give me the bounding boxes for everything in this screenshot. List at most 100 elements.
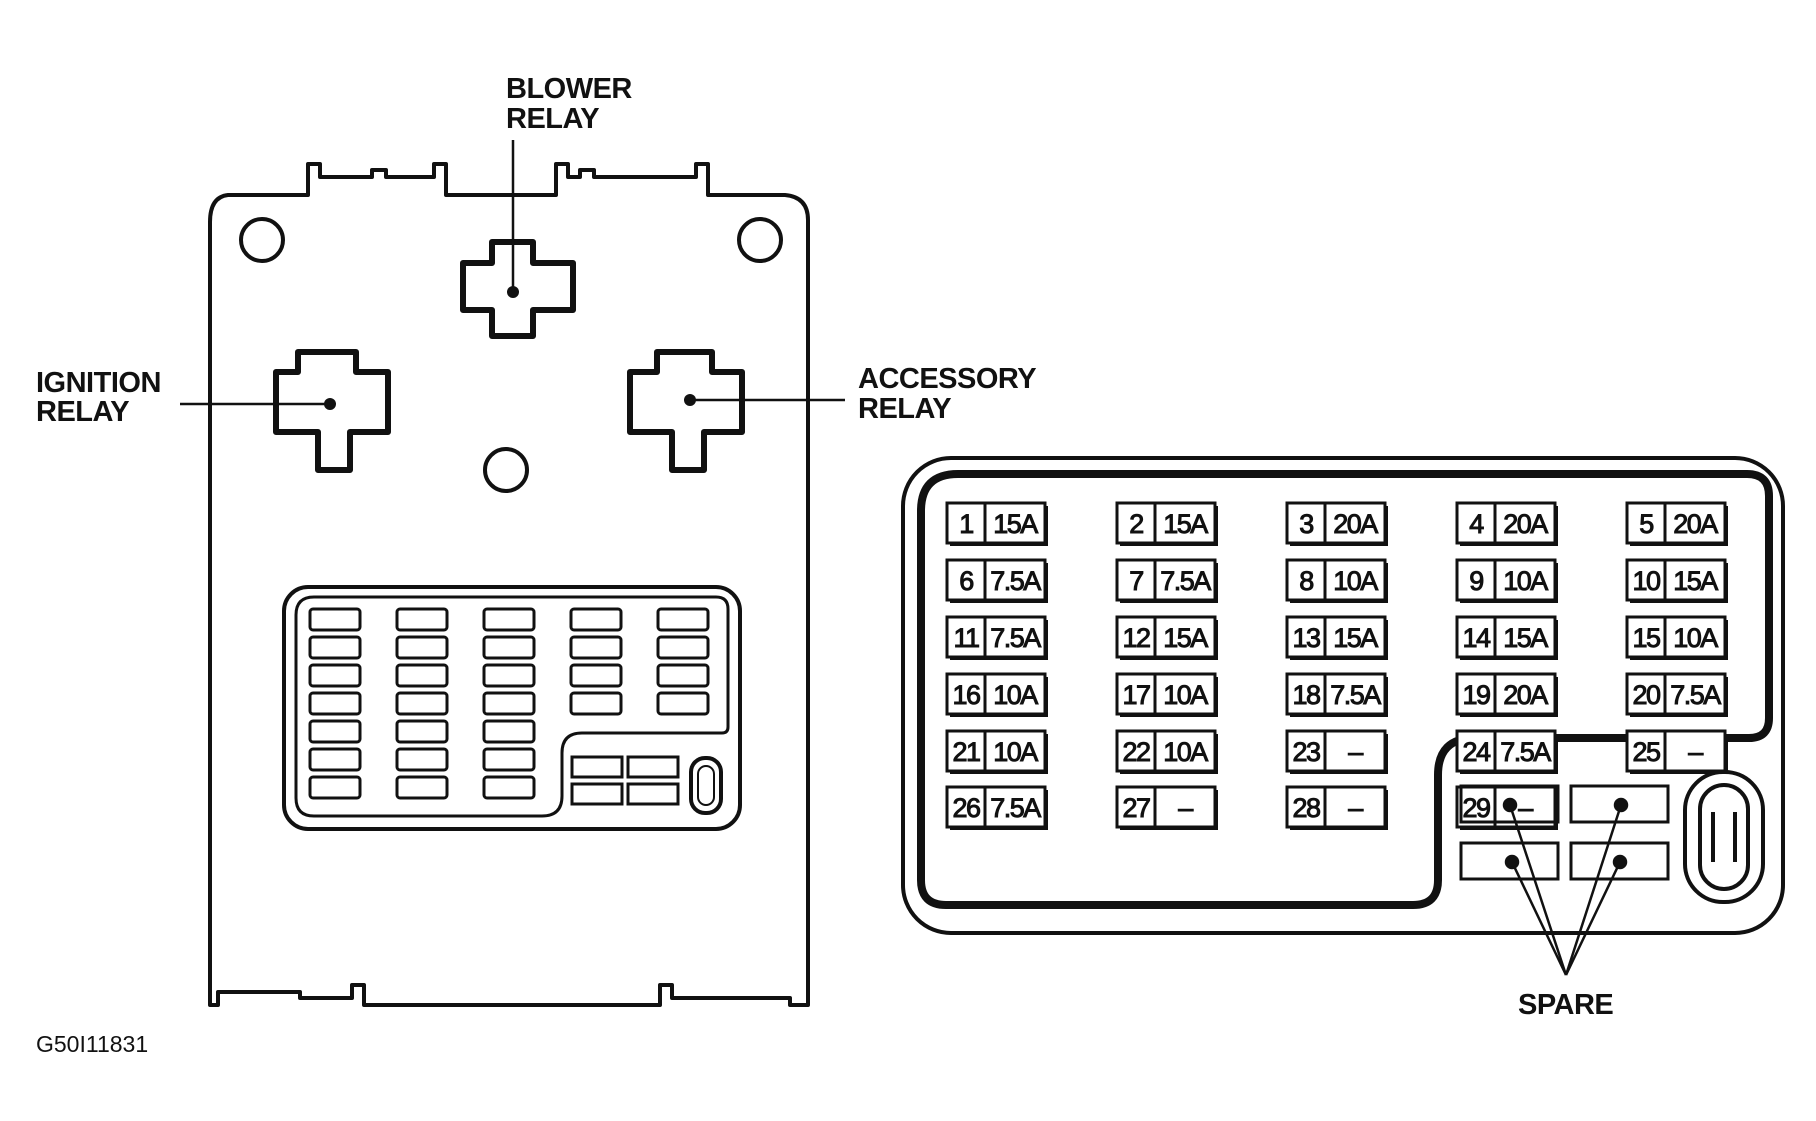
fuse-rating: 15A	[1503, 623, 1548, 653]
mini-fuse-slot	[482, 663, 536, 688]
mini-fuse-slot	[395, 635, 449, 660]
mini-fuse-slot	[482, 607, 536, 632]
accessory-relay-label-line2: RELAY	[858, 393, 951, 425]
mini-fuse-slot	[395, 663, 449, 688]
fuse-rating: 10A	[1163, 680, 1208, 710]
fuse-rating: 7.5A	[1500, 737, 1551, 767]
fuse-box	[1455, 672, 1557, 716]
fuse-panel-inner	[917, 470, 1773, 909]
fuse-number: 13	[1292, 623, 1320, 653]
fuse-rating: 10A	[993, 737, 1038, 767]
fuse-box	[1625, 558, 1727, 602]
fuse-box	[1115, 729, 1217, 773]
fuse-rating: 10A	[1163, 737, 1208, 767]
fuse-box	[945, 729, 1047, 773]
fuse-rating: 20A	[1503, 680, 1548, 710]
fuse-box	[1625, 672, 1727, 716]
fuse-number: 8	[1299, 566, 1313, 596]
spare-slot	[1569, 841, 1670, 881]
spare-leader-dot	[1613, 797, 1629, 813]
fuse-box	[1115, 501, 1217, 545]
mini-panel-inner	[294, 595, 730, 818]
mini-fuse-slot	[569, 635, 623, 660]
mini-fuse-slot	[656, 635, 710, 660]
fuse-rating: 15A	[993, 509, 1038, 539]
fuse-box	[1285, 615, 1387, 659]
fuse-box	[945, 501, 1047, 545]
mounting-hole-center	[483, 447, 529, 493]
spare-slot	[1459, 841, 1560, 881]
fuse-box	[1455, 615, 1557, 659]
fuse-rating: 10A	[1333, 566, 1378, 596]
mini-fuse-slot	[656, 691, 710, 716]
mini-fuse-slot	[482, 747, 536, 772]
fuse-rating: –	[1348, 793, 1363, 823]
fuse-rating: –	[1518, 793, 1533, 823]
fuse-25: 25–	[1625, 729, 1728, 774]
spare-leader-dot	[1504, 854, 1520, 870]
fuse-box	[1455, 501, 1557, 545]
fuse-box	[1625, 501, 1727, 545]
spare-leader	[1510, 861, 1568, 976]
fuse-rating: 15A	[1163, 509, 1208, 539]
fuse-number: 14	[1462, 623, 1491, 653]
fuse-number: 2	[1129, 509, 1143, 539]
mini-fuse-slot	[308, 691, 362, 716]
fuse-rating: 20A	[1673, 509, 1718, 539]
figure-id: G50I11831	[36, 1031, 148, 1057]
fuse-box	[945, 558, 1047, 602]
fuse-number: 3	[1299, 509, 1313, 539]
fuse-box	[1115, 558, 1217, 602]
mini-spare-slot	[570, 755, 624, 779]
fuse-rating: –	[1178, 793, 1193, 823]
fuse-rating: 7.5A	[990, 566, 1041, 596]
fuse-box	[1285, 558, 1387, 602]
mini-fuse-slot	[482, 635, 536, 660]
spare-slot	[1459, 784, 1560, 824]
fuse-rating: 15A	[1333, 623, 1378, 653]
accessory-relay-socket	[627, 349, 745, 473]
fuse-box	[1625, 615, 1727, 659]
fuse-rating: 15A	[1163, 623, 1208, 653]
fuse-number: 7	[1129, 566, 1143, 596]
fuse-14: 14 15A	[1455, 615, 1558, 660]
panel-connector-pins	[1711, 812, 1737, 862]
mini-fuse-slot	[569, 691, 623, 716]
spare-leader	[1564, 804, 1623, 976]
spare-fuse-slots	[1459, 784, 1670, 881]
mini-fuse-slot	[308, 663, 362, 688]
fuse-number: 15	[1632, 623, 1660, 653]
fuse-13: 13 15A	[1285, 615, 1388, 660]
panel-connector	[1683, 770, 1765, 904]
blower-relay-socket	[460, 239, 576, 339]
fuse-number: 11	[953, 623, 979, 653]
fuse-number: 21	[952, 737, 980, 767]
blower-relay-label-line2: RELAY	[506, 103, 599, 135]
fuse-rating: –	[1348, 737, 1363, 767]
blower-relay-label: BLOWER	[506, 73, 632, 105]
fuse-number: 19	[1462, 680, 1490, 710]
fuse-box	[1115, 615, 1217, 659]
fuse-rating: 7.5A	[1670, 680, 1721, 710]
fuse-2: 2 15A	[1115, 501, 1218, 546]
fuse-box	[1115, 785, 1217, 829]
fuse-number: 29	[1462, 793, 1490, 823]
fuse-box	[1285, 672, 1387, 716]
fuse-number: 24	[1462, 737, 1491, 767]
junction-block-outline	[208, 162, 810, 1007]
fuse-21: 21 10A	[945, 729, 1048, 774]
fuse-23: 23–	[1285, 729, 1388, 774]
fuse-box	[1285, 729, 1387, 773]
